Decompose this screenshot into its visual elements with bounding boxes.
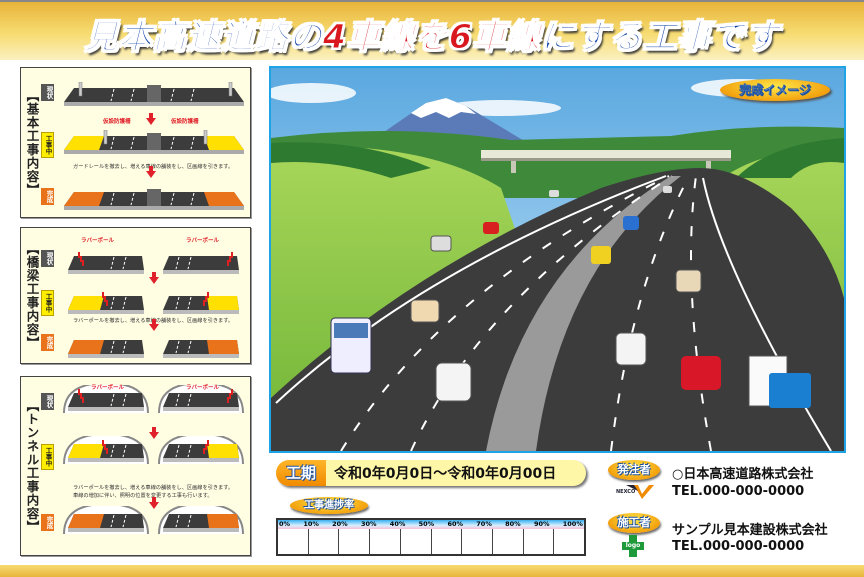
title-part-2: 4車線を6車線 bbox=[322, 17, 541, 57]
stage-tag-done: 完成 bbox=[41, 514, 54, 531]
panel-1: 【橋梁工事内容】現状工事中完成ラバーポールラバーポールラバーポールを撤去し、増え… bbox=[20, 227, 251, 364]
down-arrow-icon bbox=[149, 272, 159, 284]
construction-period: 工期 令和0年0月0日～令和0年0月00日 bbox=[276, 460, 586, 486]
down-arrow-icon bbox=[149, 497, 159, 509]
panel-2: 【トンネル工事内容】現状工事中完成 ラバーポール ラバーポールラバーポールを撤去し、… bbox=[20, 376, 251, 556]
annotation-label: 仮設防護柵 bbox=[103, 119, 131, 125]
title-part-1: 見本高速道路の bbox=[84, 17, 323, 57]
header-banner: 見本高速道路の4車線を6車線にする工事です bbox=[0, 0, 864, 60]
panel-caption: 車線の増加に伴い、照明の位置を変更する工事も行います。 bbox=[73, 493, 213, 499]
contractor-logo: logo bbox=[622, 535, 644, 557]
stage-tag-now: 現状 bbox=[41, 250, 54, 267]
nexco-logo-text: NEXCO bbox=[616, 489, 636, 495]
panel-title: 【橋梁工事内容】 bbox=[24, 241, 40, 350]
down-arrow-icon bbox=[146, 113, 156, 125]
contractor-badge: 施工者 bbox=[608, 513, 660, 533]
stage-tag-work: 工事中 bbox=[41, 132, 54, 158]
progress-ticks: 0% 10% 20% 30% 40% 50% 60% 70% 80% 90% 100% bbox=[278, 520, 584, 529]
down-arrow-icon bbox=[146, 166, 156, 178]
road-diagram bbox=[63, 385, 244, 414]
annotation-label: ラバーポール bbox=[186, 385, 219, 391]
annotation-label: ラバーポール bbox=[91, 385, 124, 391]
road-diagram bbox=[64, 82, 244, 106]
stage-tag-work: 工事中 bbox=[41, 444, 54, 470]
progress-tick: 20% bbox=[332, 520, 348, 528]
completion-image bbox=[269, 66, 846, 453]
progress-tick: 0% bbox=[279, 520, 291, 528]
title-part-3: にする工事です bbox=[540, 17, 780, 57]
progress-tick: 40% bbox=[389, 520, 406, 528]
down-arrow-icon bbox=[149, 427, 159, 439]
period-value: 令和0年0月0日～令和0年0月00日 bbox=[334, 466, 557, 482]
stage-tag-done: 完成 bbox=[41, 188, 54, 205]
annotation-label: ラバーポール bbox=[81, 238, 114, 244]
stage-tag-now: 現状 bbox=[41, 84, 54, 101]
road-diagram bbox=[68, 252, 239, 274]
completion-image-badge: 完成イメージ bbox=[720, 79, 830, 101]
road-diagram bbox=[63, 506, 244, 535]
road-diagram bbox=[64, 189, 244, 210]
down-arrow-icon bbox=[149, 319, 159, 331]
panel-title: 【トンネル工事内容】 bbox=[24, 398, 40, 534]
stage-tag-done: 完成 bbox=[41, 334, 54, 351]
highway-illustration bbox=[271, 68, 844, 451]
contractor-logo-text: logo bbox=[625, 542, 641, 549]
progress-tick: 90% bbox=[533, 520, 550, 528]
orderer-name: ○日本高速道路株式会社 bbox=[672, 467, 814, 482]
road-diagram bbox=[68, 292, 239, 314]
page-title: 見本高速道路の4車線を6車線にする工事です bbox=[0, 10, 864, 58]
footer-band bbox=[0, 565, 864, 577]
progress-tick: 70% bbox=[476, 520, 492, 528]
road-diagram bbox=[63, 436, 244, 465]
progress-tick: 80% bbox=[505, 520, 521, 528]
contractor-tel: TEL.000-000-0000 bbox=[672, 539, 805, 554]
panel-title: 【基本工事内容】 bbox=[24, 88, 40, 197]
road-diagram bbox=[68, 340, 239, 358]
panel-caption: ガードレールを撤去し、増える車線の舗装をし、区画線を引きます。 bbox=[73, 164, 234, 170]
progress-chart: 0% 10% 20% 30% 40% 50% 60% 70% 80% 90% 100% bbox=[276, 518, 586, 556]
orderer-tel: TEL.000-000-0000 bbox=[672, 484, 805, 499]
vehicles bbox=[330, 186, 811, 408]
stage-tag-now: 現状 bbox=[41, 393, 54, 410]
period-label: 工期 bbox=[276, 460, 326, 486]
median bbox=[486, 176, 681, 451]
progress-tick: 30% bbox=[360, 520, 377, 528]
panel-0: 【基本工事内容】現状工事中完成 仮設防護柵 仮設防護柵ガードレールを撤去し、増える車… bbox=[20, 67, 251, 218]
contractor-name: サンプル見本建設株式会社 bbox=[672, 523, 828, 538]
nexco-logo: NEXCO bbox=[616, 483, 656, 501]
progress-tick: 10% bbox=[303, 520, 319, 528]
annotation-label: ラバーポール bbox=[186, 238, 219, 244]
road-diagram bbox=[64, 130, 244, 154]
progress-tick: 60% bbox=[447, 520, 464, 528]
orderer-badge: 発注者 bbox=[608, 460, 660, 480]
panel-caption: ラバーポールを撤去し、増える車線の舗装をし、区画線を引きます。 bbox=[73, 485, 234, 491]
progress-label: 工事進捗率 bbox=[290, 497, 368, 514]
progress-tick: 100% bbox=[562, 520, 583, 528]
progress-cells bbox=[278, 529, 584, 554]
stage-tag-work: 工事中 bbox=[41, 290, 54, 316]
progress-tick: 50% bbox=[418, 520, 435, 528]
annotation-label: 仮設防護柵 bbox=[171, 119, 199, 125]
